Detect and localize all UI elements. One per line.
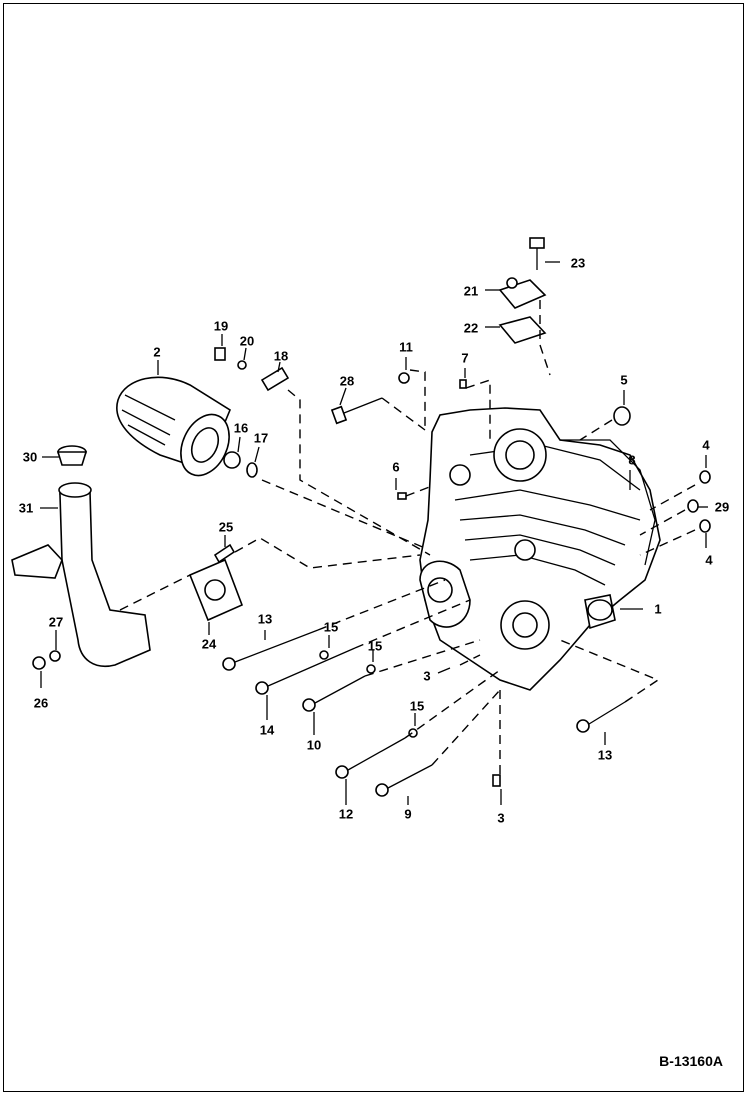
- callout-29: 29: [714, 499, 730, 515]
- o-ring-29: [687, 499, 699, 513]
- bolt-13-left: [222, 629, 319, 671]
- callout-27: 27: [48, 614, 64, 630]
- dowel-pin-left: [397, 492, 407, 500]
- assembly-lines: [119, 300, 696, 775]
- callout-15: 15: [409, 698, 425, 714]
- callout-3: 3: [423, 668, 431, 684]
- nut-11: [398, 372, 410, 384]
- callout-15: 15: [367, 638, 383, 654]
- callout-5: 5: [620, 372, 628, 388]
- cover-plate-gasket: [498, 316, 547, 344]
- oil-filter: [116, 376, 231, 477]
- cover-gasket: [560, 439, 656, 566]
- dowel-pin-top: [459, 379, 467, 389]
- callout-22: 22: [463, 320, 479, 336]
- tube-gasket: [188, 558, 244, 622]
- callout-12: 12: [338, 806, 354, 822]
- dowel-pin-bottom: [492, 774, 501, 787]
- callout-20: 20: [239, 333, 255, 349]
- threaded-plug: [260, 366, 290, 392]
- o-ring-4-top: [699, 470, 711, 484]
- bolt-28: [330, 397, 383, 425]
- o-ring-small: [237, 360, 247, 370]
- callout-31: 31: [18, 500, 34, 516]
- callout-21: 21: [463, 283, 479, 299]
- top-bolt: [529, 237, 545, 270]
- bolt-12: [335, 737, 406, 779]
- callout-23: 23: [570, 255, 586, 271]
- stud-25: [213, 543, 236, 564]
- callout-11: 11: [399, 339, 413, 355]
- bolt-14: [255, 647, 356, 695]
- gear-case-cover: [419, 407, 661, 691]
- callout-14: 14: [259, 722, 275, 738]
- fitting: [223, 451, 241, 469]
- callout-10: 10: [306, 737, 322, 753]
- o-ring-5: [613, 406, 631, 426]
- callout-28: 28: [339, 373, 355, 389]
- oil-fill-tube: [11, 482, 151, 667]
- bolt-9: [375, 764, 433, 797]
- callout-18: 18: [273, 348, 289, 364]
- callout-26: 26: [33, 695, 49, 711]
- callout-13: 13: [257, 611, 273, 627]
- callout-9: 9: [404, 806, 412, 822]
- callout-13: 13: [597, 747, 613, 763]
- washer-15b: [366, 664, 376, 674]
- callout-3: 3: [497, 810, 505, 826]
- o-ring-4-bottom: [699, 519, 711, 533]
- o-ring: [246, 462, 258, 478]
- callout-2: 2: [153, 344, 161, 360]
- bolt-13-right: [576, 701, 626, 733]
- callout-8: 8: [628, 452, 636, 468]
- callout-30: 30: [22, 449, 38, 465]
- callout-7: 7: [461, 350, 469, 366]
- callout-leaders: [40, 261, 708, 805]
- callout-25: 25: [218, 519, 234, 535]
- diagram-frame: [3, 3, 744, 1092]
- callout-17: 17: [253, 430, 269, 446]
- washer-15c: [408, 728, 418, 738]
- washer-27: [49, 650, 61, 662]
- figure-code: B-13160A: [659, 1053, 723, 1069]
- callout-24: 24: [201, 636, 217, 652]
- callout-6: 6: [392, 459, 400, 475]
- dowel-sleeve: [214, 347, 226, 361]
- callout-16: 16: [233, 420, 249, 436]
- callout-19: 19: [213, 318, 229, 334]
- washer-15a: [319, 650, 329, 660]
- callout-4: 4: [705, 552, 713, 568]
- callout-15: 15: [323, 619, 339, 635]
- bolt-10: [302, 675, 366, 712]
- callout-1: 1: [654, 601, 662, 617]
- nut-26: [32, 656, 46, 670]
- oil-fill-cap: [56, 445, 88, 466]
- callout-4: 4: [702, 437, 710, 453]
